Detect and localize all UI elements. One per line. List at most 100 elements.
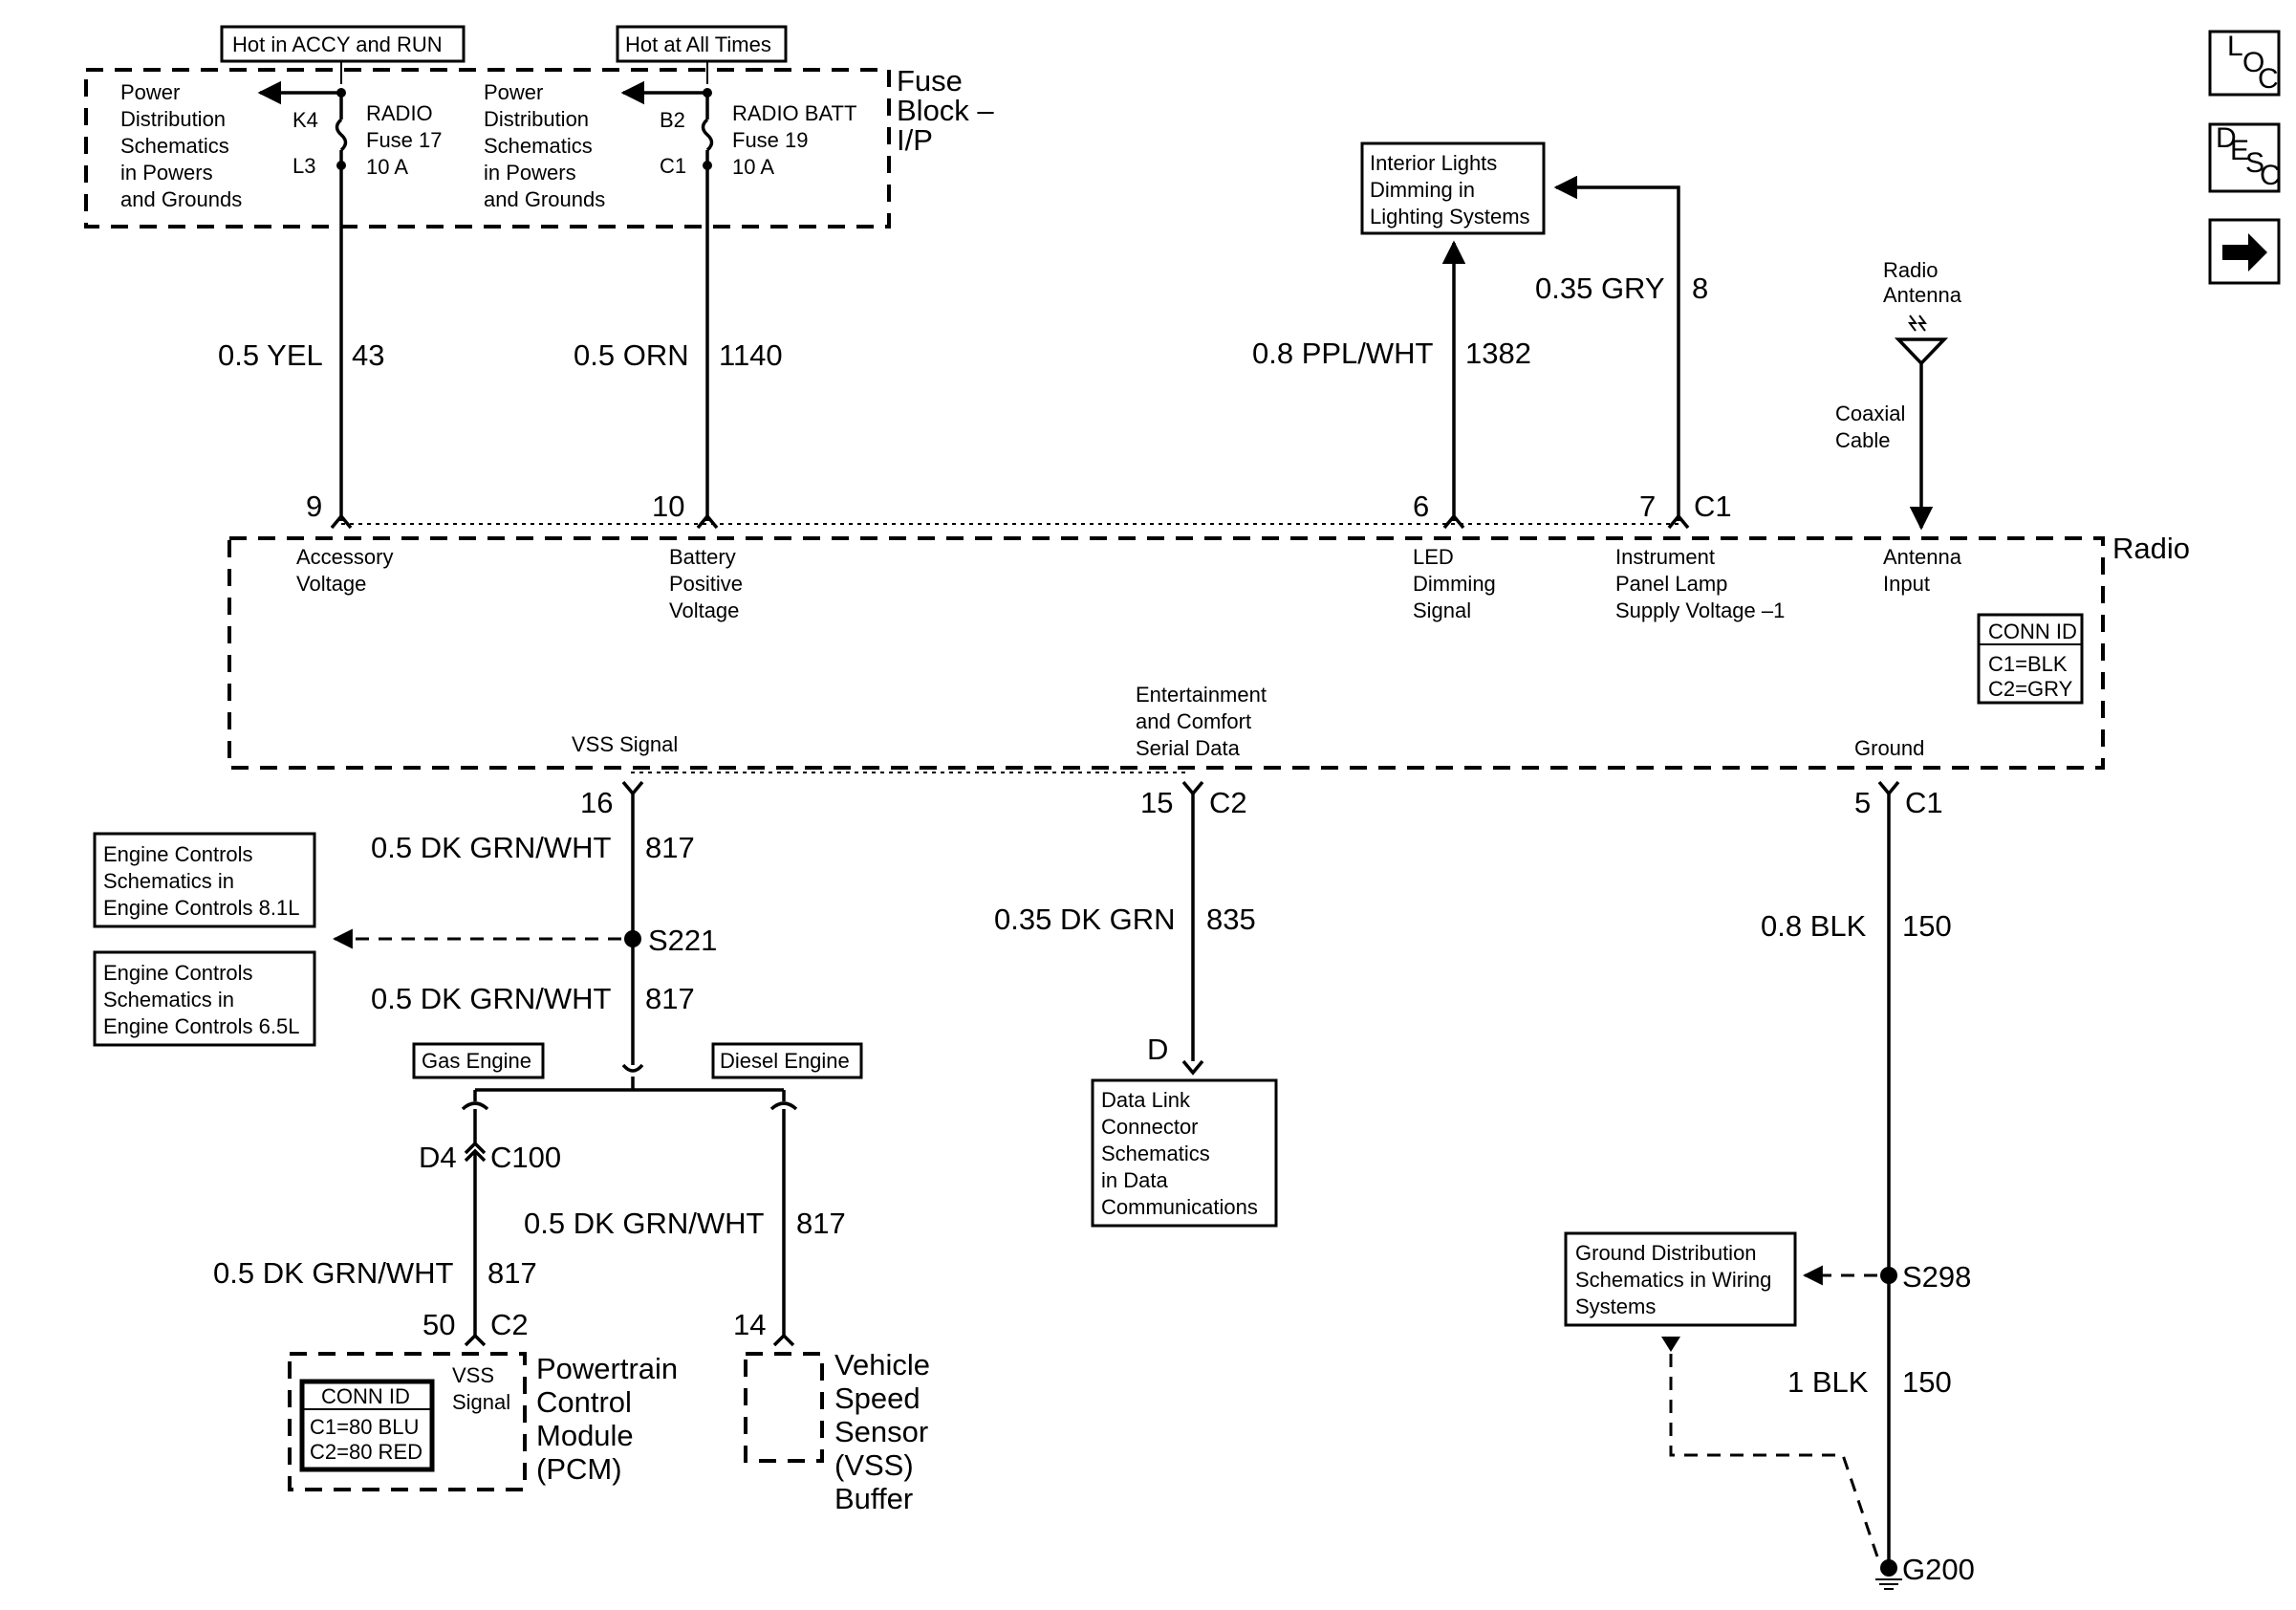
svg-text:5: 5 xyxy=(1854,786,1871,819)
svg-text:0.35 DK GRN: 0.35 DK GRN xyxy=(994,903,1176,936)
engine-controls-65-ref[interactable]: Engine Controls Schematics in Engine Con… xyxy=(93,950,316,1047)
svg-text:817: 817 xyxy=(645,982,695,1015)
svg-text:C2: C2 xyxy=(1209,786,1247,819)
svg-text:Control: Control xyxy=(536,1385,632,1419)
ground-g200: G200 xyxy=(1875,1553,1975,1590)
svg-text:C1=BLK: C1=BLK xyxy=(1988,652,2068,676)
splice-s221: S221 xyxy=(332,924,717,957)
svg-text:817: 817 xyxy=(645,831,695,864)
svg-text:0.8 BLK: 0.8 BLK xyxy=(1761,909,1867,943)
svg-text:Distribution: Distribution xyxy=(484,107,589,131)
svg-text:(PCM): (PCM) xyxy=(536,1452,622,1486)
svg-text:and Grounds: and Grounds xyxy=(120,187,242,211)
svg-text:10: 10 xyxy=(652,490,684,523)
interior-lights-ref[interactable]: Interior Lights Dimming in Lighting Syst… xyxy=(1360,141,1546,235)
vss-buffer-module: 14 Vehicle Speed Sensor (VSS) Buffer xyxy=(733,1308,930,1515)
svg-text:0.5 DK GRN/WHT: 0.5 DK GRN/WHT xyxy=(524,1207,765,1240)
svg-text:CONN ID: CONN ID xyxy=(321,1384,410,1408)
antenna-icon xyxy=(1894,315,1949,366)
svg-text:Distribution: Distribution xyxy=(120,107,226,131)
svg-text:Engine Controls: Engine Controls xyxy=(103,961,253,985)
pcm-conn-id: CONN ID C1=80 BLU C2=80 RED xyxy=(299,1379,435,1472)
svg-text:Interior Lights: Interior Lights xyxy=(1370,151,1497,175)
arrow-right-icon xyxy=(2222,233,2267,272)
svg-text:Supply Voltage –1: Supply Voltage –1 xyxy=(1615,598,1785,622)
svg-text:Engine Controls: Engine Controls xyxy=(103,842,253,866)
svg-text:Hot at All Times: Hot at All Times xyxy=(625,33,771,56)
svg-text:C1=80 BLU: C1=80 BLU xyxy=(310,1415,419,1439)
svg-text:Fuse 17: Fuse 17 xyxy=(366,128,443,152)
svg-text:Input: Input xyxy=(1883,572,1930,596)
radio-title: Radio xyxy=(2112,532,2190,565)
wire-dk-grn-835: 0.35 DK GRN 835 D xyxy=(994,794,1256,1076)
svg-text:Vehicle: Vehicle xyxy=(834,1348,930,1382)
gas-engine-label: Gas Engine xyxy=(412,1042,545,1079)
diesel-engine-label: Diesel Engine xyxy=(711,1042,863,1079)
wire-gry-8: 0.35 GRY 8 xyxy=(1535,175,1708,521)
svg-text:in Powers: in Powers xyxy=(120,161,213,185)
svg-text:10 A: 10 A xyxy=(732,155,774,179)
loc-letter-c: C xyxy=(2258,63,2279,95)
svg-text:Ground: Ground xyxy=(1854,736,1924,760)
wire-dk-grn-wht-817-mid: 0.5 DK GRN/WHT 817 xyxy=(371,939,798,1111)
svg-text:Buffer: Buffer xyxy=(834,1482,913,1515)
power-distribution-ref-right[interactable]: Power Distribution Schematics in Powers … xyxy=(484,80,605,211)
svg-text:Data Link: Data Link xyxy=(1101,1088,1191,1112)
svg-text:L3: L3 xyxy=(292,154,315,178)
svg-text:43: 43 xyxy=(352,338,384,372)
svg-text:Engine Controls 8.1L: Engine Controls 8.1L xyxy=(103,896,299,920)
svg-text:Systems: Systems xyxy=(1575,1295,1656,1318)
svg-text:S221: S221 xyxy=(648,924,717,957)
svg-text:Gas Engine: Gas Engine xyxy=(422,1049,531,1073)
svg-text:Accessory: Accessory xyxy=(296,545,393,569)
svg-text:C1: C1 xyxy=(660,154,686,178)
fuse-block: Fuse Block – I/P Hot in ACCY and RUN Hot… xyxy=(84,25,994,228)
svg-text:Radio: Radio xyxy=(1883,258,1938,282)
svg-text:and Comfort: and Comfort xyxy=(1136,709,1251,733)
svg-text:7: 7 xyxy=(1639,490,1656,523)
svg-text:Sensor: Sensor xyxy=(834,1415,928,1448)
svg-text:817: 817 xyxy=(487,1256,537,1290)
svg-text:Battery: Battery xyxy=(669,545,736,569)
svg-text:Voltage: Voltage xyxy=(669,598,739,622)
svg-text:Schematics: Schematics xyxy=(1101,1142,1210,1165)
svg-text:0.35 GRY: 0.35 GRY xyxy=(1535,272,1665,305)
svg-text:Hot in ACCY and RUN: Hot in ACCY and RUN xyxy=(232,33,443,56)
svg-text:0.5 YEL: 0.5 YEL xyxy=(218,338,323,372)
wire-dk-grn-wht-817-gas: 0.5 DK GRN/WHT 817 xyxy=(213,1151,537,1347)
svg-text:D: D xyxy=(1147,1033,1168,1066)
svg-text:Speed: Speed xyxy=(834,1382,921,1415)
engine-controls-81-ref[interactable]: Engine Controls Schematics in Engine Con… xyxy=(93,832,316,928)
svg-text:150: 150 xyxy=(1902,1365,1952,1399)
loc-button[interactable]: L O C xyxy=(2208,30,2281,97)
svg-text:14: 14 xyxy=(733,1308,766,1341)
data-link-connector-ref[interactable]: Data Link Connector Schematics in Data C… xyxy=(1091,1078,1278,1228)
power-distribution-ref-left[interactable]: Power Distribution Schematics in Powers … xyxy=(120,80,242,211)
svg-text:Ground Distribution: Ground Distribution xyxy=(1575,1241,1757,1265)
desc-letter-d: D xyxy=(2216,122,2237,154)
next-page-button[interactable] xyxy=(2208,218,2281,285)
svg-text:Positive: Positive xyxy=(669,572,743,596)
svg-text:Serial Data: Serial Data xyxy=(1136,736,1241,760)
svg-text:Cable: Cable xyxy=(1835,428,1890,452)
svg-text:Power: Power xyxy=(484,80,543,104)
desc-button[interactable]: D E S C xyxy=(2208,122,2281,193)
svg-text:Dimming: Dimming xyxy=(1413,572,1496,596)
svg-text:C1: C1 xyxy=(1694,490,1732,523)
svg-text:6: 6 xyxy=(1413,490,1429,523)
svg-text:RADIO BATT: RADIO BATT xyxy=(732,101,856,125)
wire-dk-grn-wht-817-top: 0.5 DK GRN/WHT 817 xyxy=(371,794,695,939)
svg-text:D4: D4 xyxy=(419,1141,457,1174)
svg-text:(VSS): (VSS) xyxy=(834,1448,914,1482)
svg-text:Antenna: Antenna xyxy=(1883,545,1962,569)
svg-text:Fuse 19: Fuse 19 xyxy=(732,128,809,152)
svg-text:S298: S298 xyxy=(1902,1260,1971,1294)
wire-blk-150: 0.8 BLK 150 1 BLK 150 xyxy=(1761,794,1952,1568)
ground-distribution-ref[interactable]: Ground Distribution Schematics in Wiring… xyxy=(1564,1231,1881,1563)
svg-text:Power: Power xyxy=(120,80,180,104)
svg-text:Panel Lamp: Panel Lamp xyxy=(1615,572,1727,596)
svg-text:B2: B2 xyxy=(660,108,685,132)
svg-text:K4: K4 xyxy=(292,108,318,132)
desc-letter-c: C xyxy=(2260,160,2281,191)
